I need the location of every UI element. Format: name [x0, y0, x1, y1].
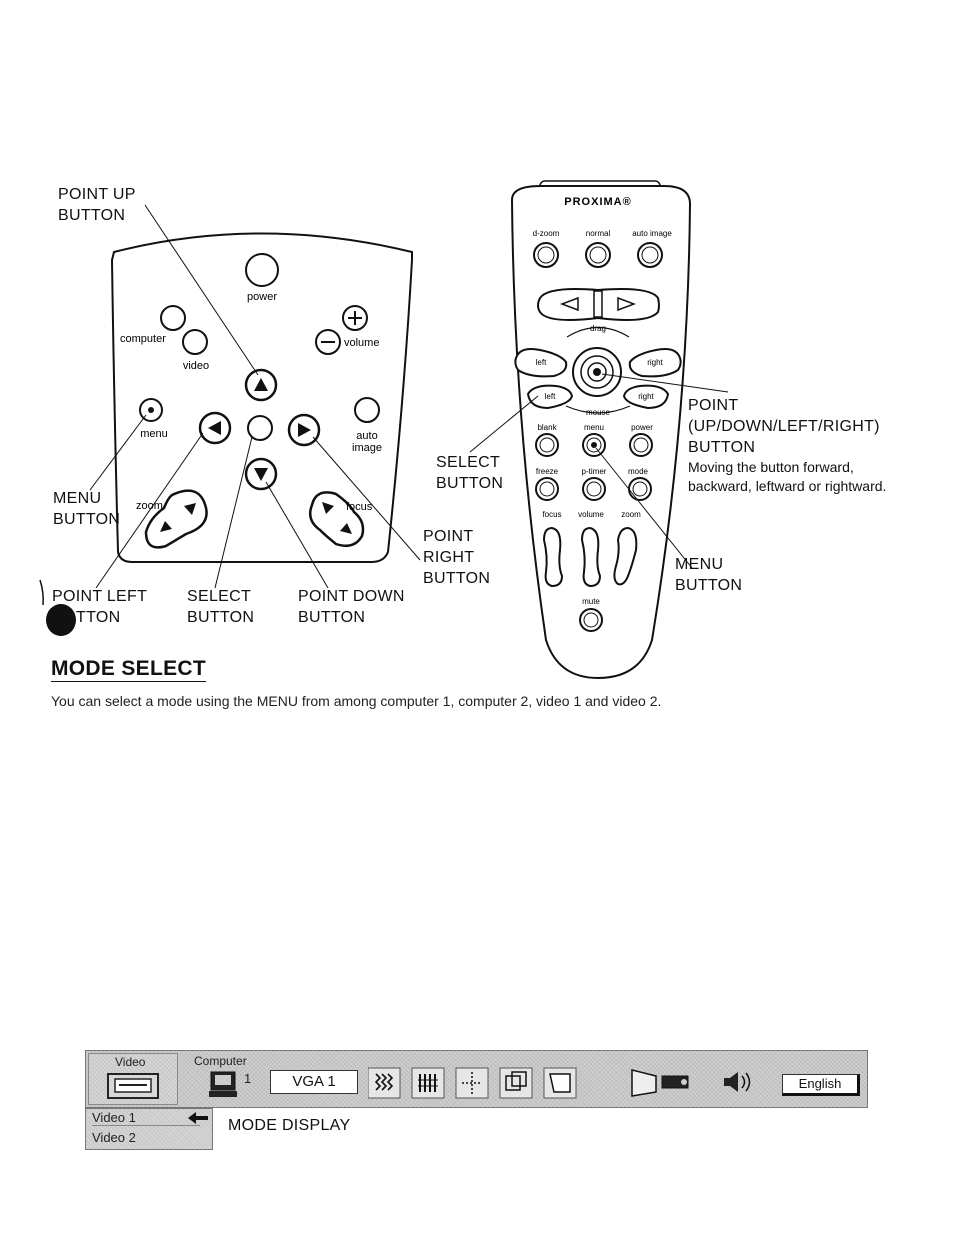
left-auto-image-button [354, 397, 380, 423]
freeze-label: freeze [536, 467, 559, 476]
normal-label: normal [586, 229, 611, 238]
left-power-button [245, 253, 279, 287]
proxima-logo: PROXIMA® [564, 196, 631, 208]
mode-submenu: Video 1 Video 2 [85, 1108, 213, 1150]
computer-icon [209, 1071, 237, 1097]
right-focus-rocker [542, 526, 564, 588]
callout-menu-left: MENU BUTTON [53, 490, 121, 528]
mouse-label: mouse [586, 408, 611, 417]
right-menu-label: menu [584, 423, 604, 432]
horizontal-adjust-icon[interactable] [368, 1067, 401, 1099]
tab-video[interactable]: Video [88, 1053, 178, 1105]
left-auto-label: auto [356, 430, 377, 442]
blank-label: blank [537, 423, 557, 432]
mode-field[interactable]: VGA 1 [270, 1070, 358, 1094]
dzoom-label: d-zoom [533, 229, 560, 238]
vertical-adjust-icon[interactable] [411, 1067, 445, 1099]
video-cassette-icon [107, 1073, 159, 1099]
callout-point-right: POINT RIGHT BUTTON [423, 528, 491, 587]
right-power-button [629, 433, 653, 457]
submenu-item-video2[interactable]: Video 2 [92, 1130, 136, 1145]
callout-select-left: SELECT BUTTON [187, 588, 255, 626]
right-focus-label: focus [542, 510, 561, 519]
screen-icon[interactable] [631, 1069, 657, 1097]
callout-select-right: SELECT BUTTON [436, 454, 504, 492]
blank-button [535, 433, 559, 457]
projector-icon[interactable] [661, 1075, 689, 1089]
callout-point-pad: POINT (UP/DOWN/LEFT/RIGHT) BUTTON Moving… [688, 397, 887, 494]
left-select-button [247, 415, 273, 441]
left-computer-button [160, 305, 186, 331]
mouse-right-label: right [638, 392, 654, 401]
section-heading: MODE SELECT [51, 657, 206, 682]
left-power-label: power [247, 291, 277, 303]
mode-display-label: MODE DISPLAY [228, 1117, 351, 1134]
mode-label: mode [628, 467, 649, 476]
left-volume-label: volume [344, 337, 379, 349]
arrow-left-icon [188, 1112, 208, 1124]
drag-right-label: right [647, 358, 663, 367]
right-volume-rocker [580, 526, 602, 588]
section-text: You can select a mode using the MENU fro… [51, 693, 662, 709]
drag-label: drag [590, 324, 606, 333]
drag-left-label: left [536, 358, 547, 367]
left-focus-label: focus [346, 501, 373, 513]
freeze-button [535, 477, 559, 501]
mouse-left-button [526, 384, 574, 410]
auto-image-label: auto image [632, 229, 672, 238]
callout-point-left: POINT LEFT TTON [52, 588, 148, 626]
left-zoom-label: zoom [136, 500, 163, 512]
submenu-item-video1[interactable]: Video 1 [92, 1110, 200, 1126]
right-power-label: power [631, 423, 653, 432]
position-icon[interactable] [455, 1067, 489, 1099]
left-menu-label: menu [140, 428, 168, 440]
drag-right-button [628, 348, 682, 378]
mute-label: mute [582, 597, 600, 606]
callout-menu-right: MENU BUTTON [675, 556, 743, 594]
left-video-button [182, 329, 208, 355]
menu-icons-right [631, 1069, 751, 1097]
right-zoom-rocker [613, 526, 638, 586]
callout-point-down: POINT DOWN BUTTON [298, 588, 405, 626]
language-selector[interactable]: English [782, 1074, 860, 1096]
mouse-right-button [622, 384, 670, 410]
tab-computer[interactable]: Computer 1 [178, 1053, 268, 1105]
right-volume-label: volume [578, 510, 604, 519]
screen-size-icon[interactable] [499, 1067, 533, 1099]
drag-left-button [514, 348, 568, 378]
speaker-icon[interactable] [724, 1072, 751, 1092]
right-zoom-label: zoom [621, 510, 641, 519]
ptimer-label: p-timer [582, 467, 607, 476]
left-image-label: image [352, 442, 382, 454]
left-video-label: video [183, 360, 209, 372]
mode-button [628, 477, 652, 501]
keystone-icon[interactable] [543, 1067, 577, 1099]
mute-button [579, 608, 603, 632]
menu-icons-row [368, 1067, 577, 1099]
ptimer-button [582, 477, 606, 501]
mouse-left-label: left [545, 392, 556, 401]
callout-point-up: POINT UP BUTTON [58, 186, 136, 224]
left-computer-label: computer [120, 333, 166, 345]
